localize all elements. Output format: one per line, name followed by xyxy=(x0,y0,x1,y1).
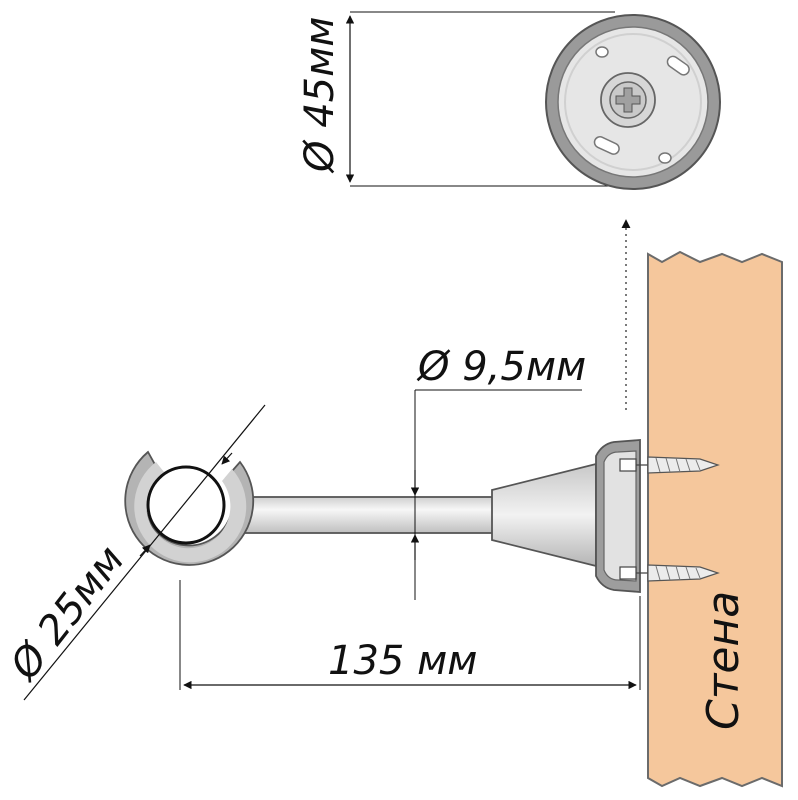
slot-bottom-left xyxy=(593,136,620,155)
dowel-lower xyxy=(647,564,720,582)
top-view: Ø 45мм xyxy=(297,11,721,410)
dimension-label-9-5: Ø 9,5мм xyxy=(416,344,586,390)
mounting-slots xyxy=(593,46,690,164)
screw-upper-head xyxy=(619,458,637,472)
dimension-arrow-25a xyxy=(139,544,151,557)
slot-top-right xyxy=(666,55,690,76)
rosette-base-face xyxy=(603,450,637,582)
rod xyxy=(235,496,497,534)
dimension-label-45: Ø 45мм xyxy=(297,17,343,174)
rosette-inner-shadow xyxy=(564,33,702,171)
wall: Стена xyxy=(647,250,783,788)
phillips-cross-icon xyxy=(615,87,641,113)
curtain-tube xyxy=(146,465,226,545)
side-view: Ø 25мм Ø 9,5мм 135 мм xyxy=(0,344,720,701)
dimension-arrow-25b xyxy=(221,452,233,465)
cone xyxy=(491,462,597,568)
wall-label: Стена xyxy=(698,591,749,730)
screw-lower xyxy=(619,564,720,582)
slot-top-left xyxy=(595,46,609,58)
dimension-label-135: 135 мм xyxy=(328,638,477,684)
screw-lower-head xyxy=(619,566,637,580)
ring-holder-inner xyxy=(134,462,247,563)
wall-section xyxy=(647,250,783,788)
slot-bottom-right xyxy=(658,152,672,164)
screw-upper xyxy=(619,456,720,474)
dowel-upper xyxy=(647,456,720,474)
dimension-label-25: Ø 25мм xyxy=(0,537,133,689)
